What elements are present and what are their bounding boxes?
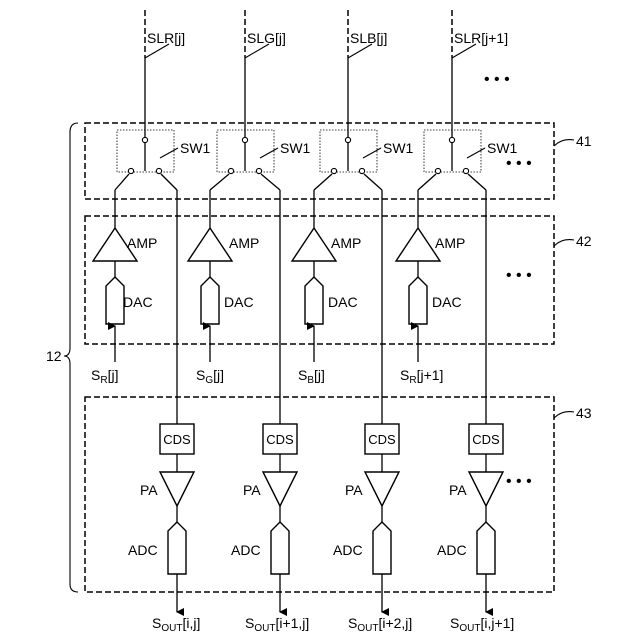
adc-label: ADC xyxy=(437,542,467,558)
switch-right-node xyxy=(256,168,261,173)
output-label: SOUT[i,j+1] xyxy=(450,615,514,634)
signal-label-leader xyxy=(348,44,372,58)
signal-line-label: SLB[j] xyxy=(350,30,387,46)
switch-label: SW1 xyxy=(487,140,518,156)
cds-label: CDS xyxy=(472,432,500,447)
column-1: SLR[j] SW1 AMP DAC SR[j] CDS PA ADC SOUT… xyxy=(91,10,211,634)
switch-common-node xyxy=(242,137,247,142)
adc-label: ADC xyxy=(128,542,158,558)
switch-label: SW1 xyxy=(180,140,211,156)
pa-triangle xyxy=(469,472,503,506)
switch-left-wire xyxy=(210,174,229,190)
switch-leader xyxy=(260,148,278,158)
dac-label: DAC xyxy=(328,294,358,310)
switch-leader xyxy=(363,148,381,158)
input-label: SG[j] xyxy=(196,367,224,386)
dac-label: DAC xyxy=(224,294,254,310)
switch-left-node xyxy=(228,168,233,173)
switch-right-wire xyxy=(161,174,177,190)
adc-symbol xyxy=(168,522,186,574)
switch-left-wire xyxy=(115,174,129,190)
input-label: SB[j] xyxy=(298,367,325,386)
switch-block-label: 41 xyxy=(576,133,592,149)
amp-label: AMP xyxy=(331,235,361,251)
switch-right-node xyxy=(156,168,161,173)
dac-label: DAC xyxy=(123,294,153,310)
switch-right-wire xyxy=(364,174,382,190)
ellipsis-readout: • • • xyxy=(506,473,532,490)
dac-label: DAC xyxy=(432,294,462,310)
switch-label: SW1 xyxy=(383,140,414,156)
adc-symbol xyxy=(271,522,289,574)
output-label: SOUT[i,j] xyxy=(152,615,200,634)
switch-leader xyxy=(467,148,485,158)
adc-label: ADC xyxy=(333,542,363,558)
pa-label: PA xyxy=(449,482,467,498)
pa-triangle xyxy=(263,472,297,506)
adc-symbol xyxy=(373,522,391,574)
pa-triangle xyxy=(365,472,399,506)
switch-right-wire xyxy=(261,174,280,190)
driver-block-label: 42 xyxy=(576,233,592,249)
column-4: SLR[j+1] SW1 AMP DAC SR[j+1] CDS PA ADC … xyxy=(396,10,518,634)
amp-triangle xyxy=(188,228,232,261)
signal-label-leader xyxy=(452,44,476,58)
dac-symbol xyxy=(106,277,124,324)
signal-label-leader xyxy=(145,44,169,58)
switch-common-node xyxy=(142,137,147,142)
column-3: SLB[j] SW1 AMP DAC SB[j] CDS PA ADC SOUT… xyxy=(292,10,414,634)
switch-block-leader xyxy=(554,140,574,146)
output-label: SOUT[i+1,j] xyxy=(245,615,309,634)
switch-label: SW1 xyxy=(280,140,311,156)
adc-label: ADC xyxy=(231,542,261,558)
signal-line-label: SLG[j] xyxy=(247,30,286,46)
input-label: SR[j] xyxy=(91,367,118,386)
switch-leader xyxy=(160,148,178,158)
signal-line-label: SLR[j] xyxy=(147,30,185,46)
signal-line-label: SLR[j+1] xyxy=(454,30,508,46)
dac-symbol xyxy=(409,277,427,324)
readout-block-leader xyxy=(554,412,574,418)
cds-label: CDS xyxy=(368,432,396,447)
cds-label: CDS xyxy=(163,432,191,447)
pa-label: PA xyxy=(243,482,261,498)
signal-label-leader xyxy=(245,44,269,58)
switch-right-node xyxy=(359,168,364,173)
amp-triangle xyxy=(292,228,336,261)
circuit-label: 12 xyxy=(46,348,62,364)
switch-left-node xyxy=(128,168,133,173)
amp-triangle xyxy=(396,228,440,261)
amp-label: AMP xyxy=(229,235,259,251)
dac-symbol xyxy=(305,277,323,324)
switch-right-wire xyxy=(468,174,486,190)
driver-block-leader xyxy=(554,240,574,246)
cds-label: CDS xyxy=(266,432,294,447)
switch-left-wire xyxy=(314,174,332,190)
ellipsis-top: • • • xyxy=(484,71,510,88)
pa-label: PA xyxy=(140,482,158,498)
input-label: SR[j+1] xyxy=(400,367,443,386)
switch-common-node xyxy=(449,137,454,142)
readout-block-label: 43 xyxy=(576,405,592,421)
switch-left-node xyxy=(435,168,440,173)
switch-right-node xyxy=(463,168,468,173)
pa-label: PA xyxy=(345,482,363,498)
switch-left-node xyxy=(331,168,336,173)
column-2: SLG[j] SW1 AMP DAC SG[j] CDS PA ADC SOUT… xyxy=(188,10,311,634)
switch-left-wire xyxy=(418,174,436,190)
ellipsis-driver: • • • xyxy=(506,267,532,284)
switch-common-node xyxy=(345,137,350,142)
output-label: SOUT[i+2,j] xyxy=(348,615,412,634)
amp-label: AMP xyxy=(435,235,465,251)
amp-label: AMP xyxy=(127,235,157,251)
adc-symbol xyxy=(477,522,495,574)
ellipsis-switch: • • • xyxy=(506,155,532,172)
pa-triangle xyxy=(160,472,194,506)
dac-symbol xyxy=(201,277,219,324)
circuit-brace xyxy=(64,123,78,592)
